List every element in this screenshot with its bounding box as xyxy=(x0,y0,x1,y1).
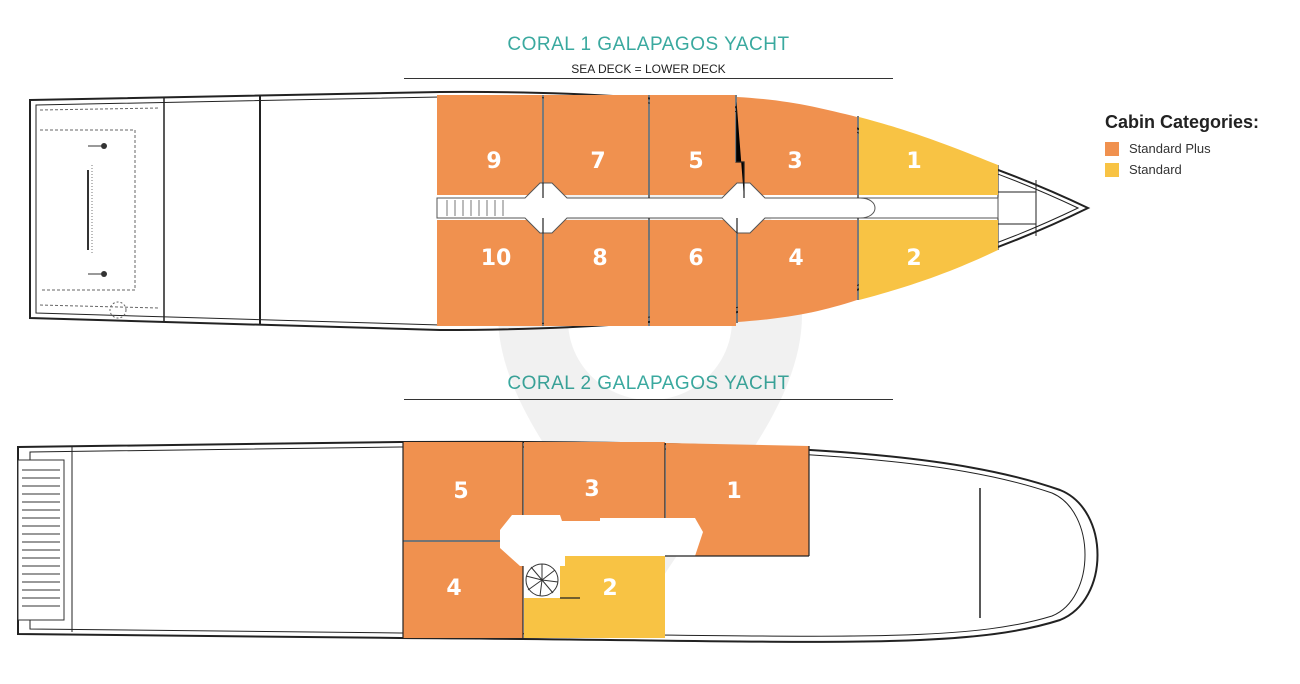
yacht1-cabin-number-5: 5 xyxy=(688,149,703,174)
yacht2-deck-plan: 5 3 1 4 2 xyxy=(17,440,1099,643)
yacht1-cabin-10 xyxy=(437,220,542,326)
legend-item-standard-plus: Standard Plus xyxy=(1105,141,1259,156)
yacht1-cabin-8 xyxy=(544,220,648,326)
yacht1-cabin-number-2: 2 xyxy=(906,246,921,271)
yacht1-cabin-number-10: 10 xyxy=(481,246,512,271)
yacht2-cabin-number-2: 2 xyxy=(602,576,617,601)
yacht1-cabin-number-9: 9 xyxy=(486,149,501,174)
legend-label-standard: Standard xyxy=(1129,162,1182,177)
legend-item-standard: Standard xyxy=(1105,162,1259,177)
yacht1-cabin-6 xyxy=(650,220,736,326)
yacht1-cabin-number-1: 1 xyxy=(906,149,921,174)
yacht1-subtitle: SEA DECK = LOWER DECK xyxy=(571,62,726,76)
yacht1-corridor xyxy=(436,182,999,234)
yacht1-cabin-1 xyxy=(859,117,998,195)
yacht2-cabin-number-4: 4 xyxy=(446,576,461,601)
yacht2-cabin-number-5: 5 xyxy=(453,479,468,504)
yacht1-cabin-5 xyxy=(650,95,744,195)
legend-label-standard-plus: Standard Plus xyxy=(1129,141,1211,156)
yacht1-cabin-number-4: 4 xyxy=(788,246,803,271)
yacht2-title-rule xyxy=(404,399,893,400)
yacht2-cabin-number-1: 1 xyxy=(726,479,741,504)
yacht1-cabin-7 xyxy=(544,95,648,195)
yacht1-cabin-9 xyxy=(437,95,542,195)
yacht1-deck-plan: 9 7 5 3 1 10 8 6 4 2 xyxy=(29,90,1091,332)
legend-swatch-standard xyxy=(1105,162,1119,177)
yacht2-cabin-1 xyxy=(666,443,809,556)
yacht1-title: CORAL 1 GALAPAGOS YACHT xyxy=(507,34,790,55)
yacht2-cabin-2 xyxy=(524,556,665,638)
yacht2-cabin-4 xyxy=(403,542,523,638)
yacht2-central-lobby xyxy=(500,515,703,566)
yacht1-cabin-number-6: 6 xyxy=(688,246,703,271)
yacht2-cabin-number-3: 3 xyxy=(584,477,599,502)
legend-swatch-standard-plus xyxy=(1105,141,1119,156)
yacht1-cabin-4 xyxy=(738,220,857,322)
yacht1-cabin-number-8: 8 xyxy=(592,246,607,271)
yacht1-cabin-number-3: 3 xyxy=(787,149,802,174)
yacht2-cabin-5 xyxy=(403,442,523,540)
legend: Cabin Categories: Standard Plus Standard xyxy=(1105,112,1259,183)
yacht1-cabin-2 xyxy=(859,220,998,300)
legend-title: Cabin Categories: xyxy=(1105,112,1260,132)
yacht2-title: CORAL 2 GALAPAGOS YACHT xyxy=(507,373,790,394)
yacht1-title-rule xyxy=(404,78,893,79)
yacht1-cabin-number-7: 7 xyxy=(590,149,605,174)
yacht2-stern-platform xyxy=(17,459,65,621)
yacht1-cabin-3 xyxy=(737,97,857,195)
